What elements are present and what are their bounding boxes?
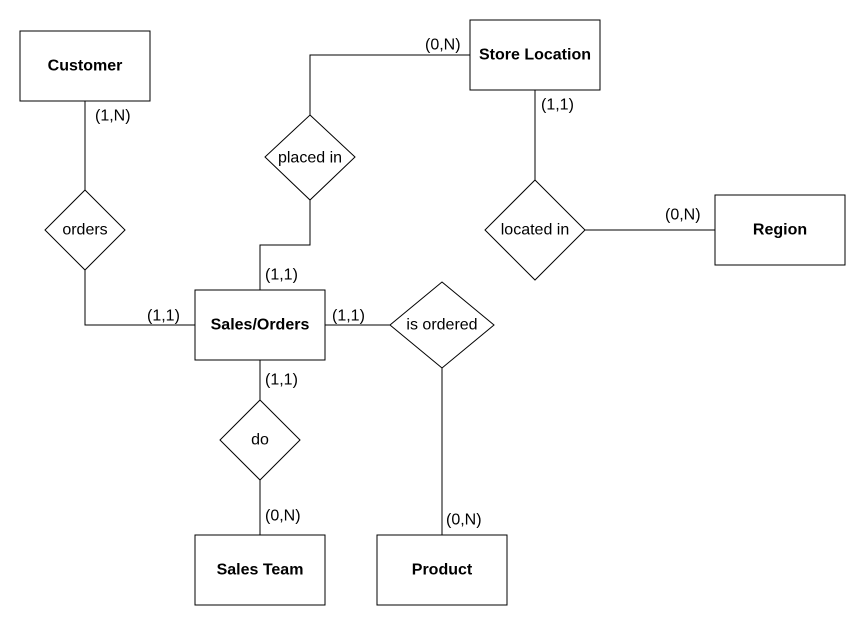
cardinality-store-location-placed-in: (0,N) [425, 37, 461, 54]
cardinalities: (1,N) (1,1) (0,N) (1,1) (1,1) (0,N) (1,1… [95, 37, 701, 529]
relationship-is-ordered[interactable]: is ordered [389, 281, 495, 369]
entity-store-location-label: Store Location [479, 47, 591, 64]
cardinality-store-location-located-in: (1,1) [541, 97, 574, 114]
cardinality-region-located-in: (0,N) [665, 207, 701, 224]
cardinality-placed-in-sales-orders: (1,1) [265, 267, 298, 284]
relationship-placed-in-diamond [264, 114, 356, 201]
entity-customer-label: Customer [48, 58, 123, 75]
entity-region-label: Region [753, 222, 807, 239]
entity-sales-orders-box [194, 289, 326, 361]
relationship-orders-label: orders [62, 222, 107, 239]
cardinality-sales-team-do: (0,N) [265, 508, 301, 525]
relationship-do-label: do [251, 432, 269, 449]
relationship-located-in-label: located in [501, 222, 570, 239]
connector-orders-sales-orders [84, 270, 195, 326]
connector-store-location-placed-in [309, 54, 470, 115]
relationship-orders[interactable]: orders [44, 189, 126, 271]
entity-store-location[interactable]: Store Location [469, 19, 601, 91]
entity-product[interactable]: Product [376, 534, 508, 606]
entity-customer-box [19, 30, 151, 102]
entity-sales-team[interactable]: Sales Team [194, 534, 326, 606]
cardinality-sales-orders-do: (1,1) [265, 372, 298, 389]
relationship-placed-in[interactable]: placed in [264, 114, 356, 201]
entity-sales-team-box [194, 534, 326, 606]
cardinality-product-is-ordered: (0,N) [446, 512, 482, 529]
relationship-placed-in-label: placed in [278, 150, 342, 167]
cardinality-sales-orders-is-ordered: (1,1) [332, 308, 365, 325]
entity-region-box [714, 194, 846, 266]
entity-product-label: Product [412, 562, 473, 579]
relationship-located-in-diamond [484, 179, 586, 281]
entity-sales-orders[interactable]: Sales/Orders [194, 289, 326, 361]
connectors [84, 54, 715, 535]
relationship-is-ordered-diamond [389, 281, 495, 369]
relationship-do-diamond [219, 399, 301, 481]
connector-placed-in-sales-orders [259, 200, 311, 290]
relationship-is-ordered-label: is ordered [406, 317, 477, 334]
entity-region[interactable]: Region [714, 194, 846, 266]
cardinality-orders-sales-orders: (1,1) [147, 308, 180, 325]
entity-sales-team-label: Sales Team [217, 562, 304, 579]
entity-customer[interactable]: Customer [19, 30, 151, 102]
relationship-orders-diamond [44, 189, 126, 271]
cardinality-customer-orders: (1,N) [95, 108, 131, 125]
relationship-do[interactable]: do [219, 399, 301, 481]
entity-product-box [376, 534, 508, 606]
relationship-located-in[interactable]: located in [484, 179, 586, 281]
entity-sales-orders-label: Sales/Orders [211, 317, 310, 334]
entity-store-location-box [469, 19, 601, 91]
